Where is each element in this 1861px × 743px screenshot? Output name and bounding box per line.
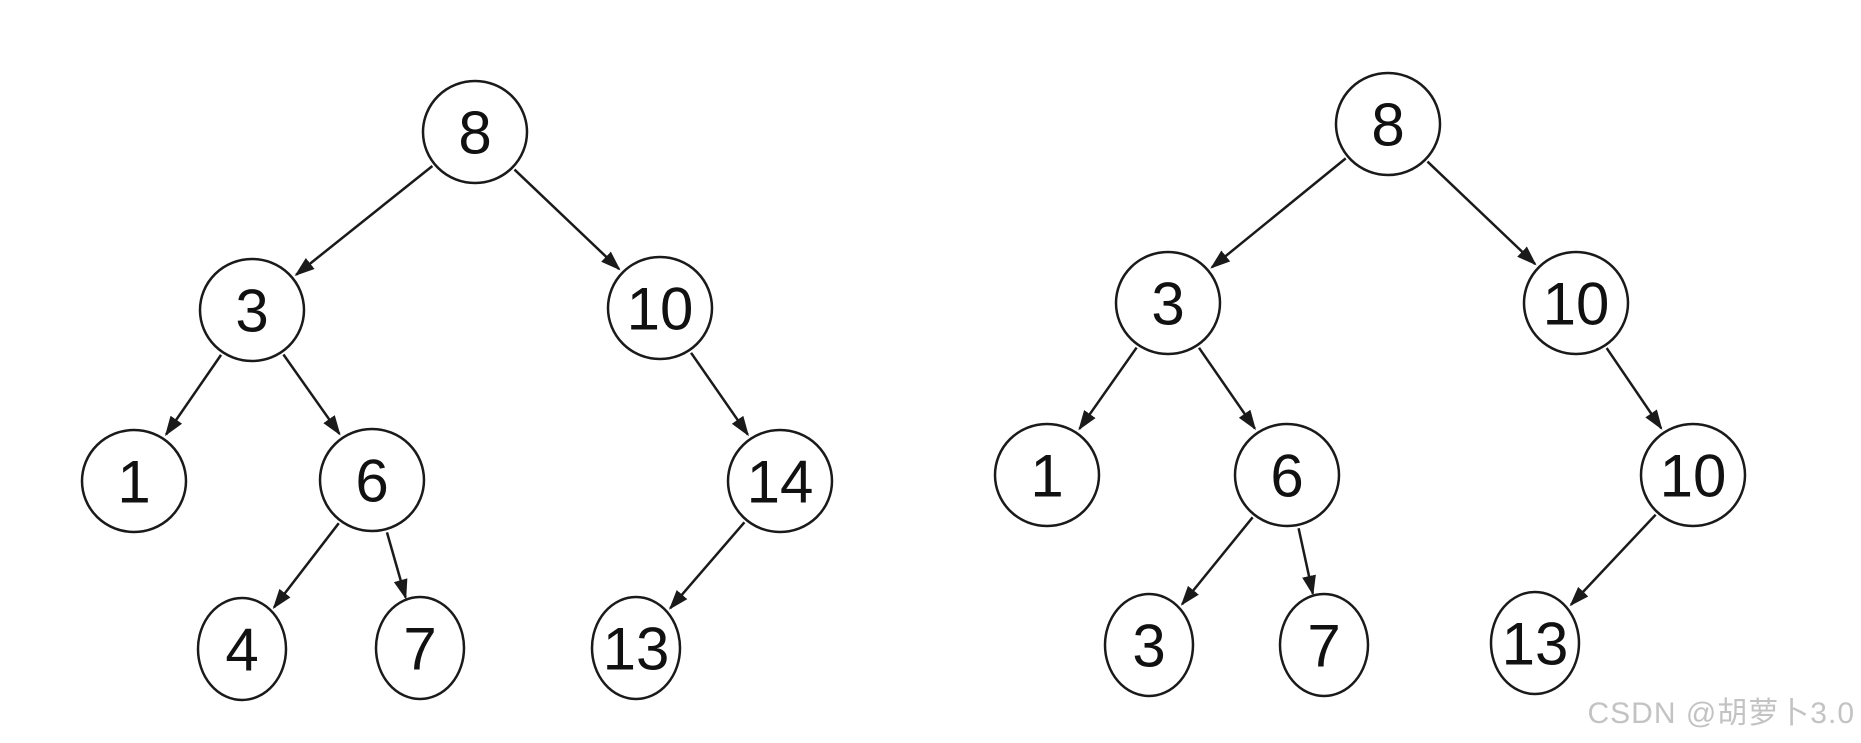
node-label: 6 xyxy=(355,447,388,514)
tree-edge-arrow xyxy=(385,532,408,600)
node-circle xyxy=(590,595,682,701)
tree-edge-arrow xyxy=(294,165,434,277)
tree-edge-arrow xyxy=(272,522,340,609)
tree-node: 3 xyxy=(1114,250,1222,356)
node-label: 8 xyxy=(1371,91,1404,158)
node-label: 7 xyxy=(403,615,436,682)
node-circle xyxy=(993,422,1101,528)
tree-edge-arrow xyxy=(1426,160,1537,266)
tree-node: 1 xyxy=(80,428,188,534)
tree-node: 6 xyxy=(1233,422,1341,528)
node-circle xyxy=(80,428,188,534)
node-label: 1 xyxy=(117,448,150,515)
node-circle xyxy=(374,595,466,701)
tree-edge-arrow xyxy=(1569,513,1657,607)
node-circle xyxy=(421,79,529,185)
tree-edge-arrow xyxy=(668,521,746,610)
node-circle xyxy=(726,428,834,534)
node-circle xyxy=(1114,250,1222,356)
tree-edge-arrow xyxy=(690,352,749,437)
node-label: 13 xyxy=(1502,610,1569,677)
tree-node: 6 xyxy=(318,427,426,533)
tree-layer: 8 3 10 1 6 14 4 7 13 8 3 10 1 6 10 3 7 13 xyxy=(80,71,1747,702)
node-circle xyxy=(1489,590,1581,696)
node-circle xyxy=(198,257,306,363)
node-circle xyxy=(1278,592,1370,698)
tree-edge-arrow xyxy=(164,354,223,437)
node-label: 10 xyxy=(627,275,694,342)
node-label: 3 xyxy=(1151,270,1184,337)
tree-node: 8 xyxy=(421,79,529,185)
tree-node: 10 xyxy=(1522,250,1630,356)
tree-edge-arrow xyxy=(1078,346,1138,431)
node-circle xyxy=(1334,71,1442,177)
right-tree: 8 3 10 1 6 10 3 7 13 xyxy=(993,71,1747,698)
node-label: 10 xyxy=(1660,442,1727,509)
node-label: 8 xyxy=(458,99,491,166)
left-tree: 8 3 10 1 6 14 4 7 13 xyxy=(80,79,834,702)
node-label: 7 xyxy=(1307,612,1340,679)
tree-node: 13 xyxy=(590,595,682,701)
node-label: 6 xyxy=(1270,442,1303,509)
node-circle xyxy=(1522,250,1630,356)
tree-node: 14 xyxy=(726,428,834,534)
node-circle xyxy=(1639,422,1747,528)
node-circle xyxy=(1233,422,1341,528)
tree-edge-arrow xyxy=(282,353,341,436)
tree-node: 3 xyxy=(198,257,306,363)
node-circle xyxy=(196,596,288,702)
tree-node: 13 xyxy=(1489,590,1581,696)
tree-node: 4 xyxy=(196,596,288,702)
tree-node: 10 xyxy=(606,255,714,361)
node-label: 4 xyxy=(225,616,258,683)
tree-edge-arrow xyxy=(1180,516,1254,606)
tree-edge-arrow xyxy=(1197,347,1256,431)
node-label: 3 xyxy=(235,277,268,344)
node-label: 13 xyxy=(603,615,670,682)
tree-node: 1 xyxy=(993,422,1101,528)
node-circle xyxy=(606,255,714,361)
tree-node: 8 xyxy=(1334,71,1442,177)
node-circle xyxy=(1103,592,1195,698)
node-label: 1 xyxy=(1030,442,1063,509)
tree-edge-arrow xyxy=(1297,527,1316,596)
tree-edge-arrow xyxy=(1210,157,1347,269)
tree-node: 3 xyxy=(1103,592,1195,698)
tree-node: 10 xyxy=(1639,422,1747,528)
tree-edge-arrow xyxy=(513,168,621,271)
tree-edge-arrow xyxy=(1605,347,1663,430)
node-label: 3 xyxy=(1132,612,1165,679)
watermark-text: CSDN @胡萝卜3.0 xyxy=(1587,697,1855,730)
tree-node: 7 xyxy=(1278,592,1370,698)
node-circle xyxy=(318,427,426,533)
node-label: 10 xyxy=(1543,270,1610,337)
node-label: 14 xyxy=(747,448,814,515)
tree-node: 7 xyxy=(374,595,466,701)
